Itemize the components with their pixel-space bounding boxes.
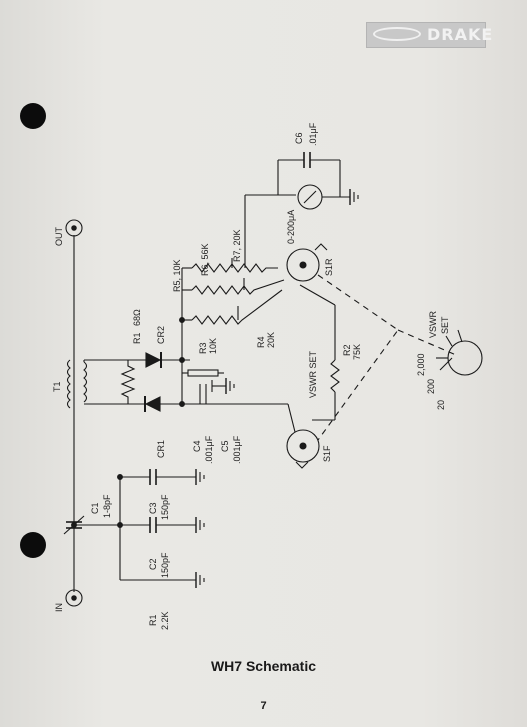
label-c4-value: .001μF: [204, 435, 214, 464]
label-c3-name: C3: [148, 502, 158, 514]
t1-transformer-icon: [66, 359, 88, 409]
label-r2-value: 75K: [352, 344, 362, 360]
vswr-knob-icon: [436, 329, 483, 376]
label-r6: R6, 56K: [200, 243, 210, 276]
r4-resistor-icon: [191, 289, 283, 325]
label-cr2: CR2: [156, 326, 166, 344]
label-c4-name: C4: [192, 440, 202, 452]
label-r1-bottom-value: 2.2K: [160, 611, 170, 630]
label-t1: T1: [52, 381, 62, 392]
label-knob-vswr: VSWR: [428, 310, 438, 338]
label-knob-20: 20: [436, 400, 446, 410]
out-connector-icon: [65, 219, 83, 237]
label-meter: 0-200μA: [286, 210, 296, 244]
label-r5: R5, 10K: [172, 259, 182, 292]
ground-icon: [195, 517, 205, 533]
label-out: OUT: [54, 227, 64, 247]
label-r1-top-value: 68Ω: [132, 309, 142, 326]
label-s1r: S1R: [324, 258, 334, 276]
label-c1-name: C1: [90, 502, 100, 514]
label-c6-name: C6: [294, 132, 304, 144]
label-vswr-set: VSWR SET: [308, 350, 318, 398]
r1-68-resistor-icon: [120, 360, 136, 404]
binder-hole-top: [20, 103, 46, 129]
ground-icon: [349, 189, 359, 205]
ground-icon: [195, 572, 205, 588]
label-in: IN: [54, 603, 64, 612]
label-r4-value: 20K: [266, 332, 276, 348]
label-c2-value: 150pF: [160, 552, 170, 578]
meter-icon: [297, 184, 323, 210]
logo-brand-text: DRAKE: [427, 25, 494, 44]
label-c5-name: C5: [220, 440, 230, 452]
r2-resistor-icon: [330, 359, 340, 393]
label-r4-name: R4: [256, 336, 266, 348]
label-knob-set: SET: [440, 316, 450, 334]
label-r1-bottom-name: R1: [148, 614, 158, 626]
label-c2-name: C2: [148, 558, 158, 570]
in-connector-icon: [65, 589, 83, 607]
logo-oval-icon: [373, 27, 421, 41]
binder-hole-bottom: [20, 532, 46, 558]
cr2-diode-icon: [145, 352, 162, 368]
label-r3-name: R3: [198, 342, 208, 354]
label-r1-top-name: R1: [132, 332, 142, 344]
ground-icon: [195, 469, 205, 485]
s1f-switch-icon: [286, 429, 320, 469]
s1r-switch-icon: [286, 243, 328, 282]
label-c3-value: 150pF: [160, 494, 170, 520]
page-number: 7: [260, 700, 267, 712]
c1-variable-capacitor-icon: [63, 515, 85, 535]
label-knob-200: 200: [426, 379, 436, 394]
label-cr1: CR1: [156, 440, 166, 458]
label-knob-2000: 2,000: [416, 353, 426, 376]
ground-icon: [225, 378, 235, 394]
schematic-caption: WH7 Schematic: [210, 658, 317, 674]
label-s1f: S1F: [322, 445, 332, 462]
r3-resistor-icon: [187, 369, 219, 377]
drake-logo: DRAKE: [366, 22, 492, 48]
label-c6-value: .01μF: [308, 122, 318, 146]
label-c1-value: 1-8pF: [102, 494, 112, 518]
label-r3-value: 10K: [208, 338, 218, 354]
label-c5-value: .001μF: [232, 435, 242, 464]
label-r7: R7, 20K: [232, 229, 242, 262]
cr1-diode-icon: [144, 396, 161, 412]
label-r2-name: R2: [342, 344, 352, 356]
r6-resistor-icon: [191, 279, 285, 295]
